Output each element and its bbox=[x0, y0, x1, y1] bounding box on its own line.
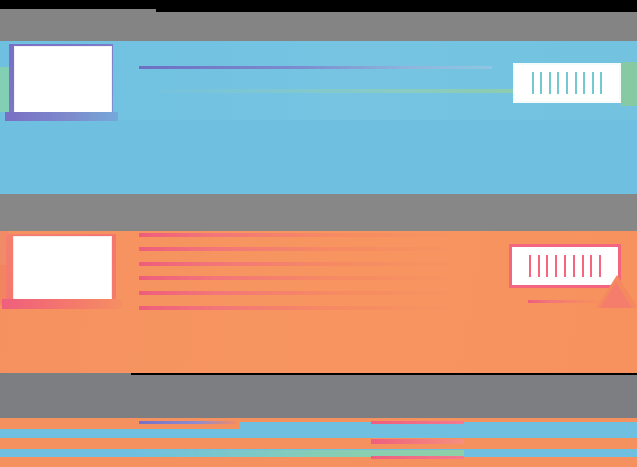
orange-text-line-2 bbox=[139, 247, 472, 251]
triangle-marker-inner-icon bbox=[600, 282, 632, 308]
orange-thumbnail-underline bbox=[2, 299, 122, 309]
barcode-bar bbox=[590, 255, 593, 277]
blue-card-edge-accent-middle bbox=[0, 67, 11, 112]
blue-barcode-side-accent bbox=[621, 62, 637, 106]
orange-text-line-7 bbox=[528, 300, 623, 303]
grey-separator-band-upper-right bbox=[156, 12, 637, 41]
barcode-bar bbox=[548, 72, 551, 94]
footer-accent-pink-2 bbox=[371, 439, 464, 444]
barcode-bar bbox=[574, 72, 577, 94]
blue-text-line-1 bbox=[139, 66, 492, 69]
orange-barcode-panel[interactable] bbox=[509, 244, 621, 288]
footer-stripe-orange-3 bbox=[0, 457, 637, 467]
grey-separator-band-lower-right bbox=[131, 375, 637, 418]
barcode-bar bbox=[546, 255, 549, 277]
orange-text-line-3 bbox=[139, 262, 472, 266]
top-strip-left bbox=[0, 0, 156, 9]
barcode-bar bbox=[565, 72, 568, 94]
orange-thumbnail-image[interactable] bbox=[13, 236, 112, 303]
footer-stripe-orange-2 bbox=[0, 438, 637, 449]
grey-separator-band-lower-left bbox=[0, 373, 131, 418]
footer-stripe-notch bbox=[135, 450, 142, 457]
barcode-bar bbox=[557, 72, 560, 94]
grey-separator-band-middle-right bbox=[197, 194, 637, 231]
orange-text-line-6 bbox=[139, 306, 472, 310]
orange-text-line-5 bbox=[139, 291, 472, 295]
top-strip-right bbox=[156, 0, 637, 12]
barcode-bar bbox=[599, 255, 602, 277]
barcode-bar bbox=[528, 255, 531, 277]
blue-thumbnail-image[interactable] bbox=[14, 46, 112, 113]
blue-card-lower-fill bbox=[0, 120, 637, 194]
footer-accent-pink-1 bbox=[371, 421, 464, 424]
footer-accent-teal bbox=[139, 450, 464, 457]
blue-card-edge-accent-top bbox=[0, 41, 10, 67]
footer-accent-purple bbox=[139, 421, 236, 424]
footer-stripe-blue-1 bbox=[240, 422, 637, 431]
barcode-bar bbox=[583, 72, 586, 94]
barcode-bar bbox=[581, 255, 584, 277]
barcode-bar bbox=[600, 72, 603, 94]
barcode-bar bbox=[563, 255, 566, 277]
barcode-bar bbox=[572, 255, 575, 277]
barcode-bar bbox=[591, 72, 594, 94]
footer-accent-pink-3 bbox=[371, 456, 464, 459]
grey-separator-band-middle-left bbox=[0, 194, 197, 231]
barcode-bar bbox=[555, 255, 558, 277]
orange-card-edge-accent-top bbox=[0, 231, 9, 265]
blue-barcode-panel[interactable] bbox=[513, 63, 621, 103]
barcode-bar bbox=[537, 255, 540, 277]
barcode-bar bbox=[540, 72, 543, 94]
orange-card-edge-accent-bottom bbox=[0, 265, 9, 305]
orange-text-line-4 bbox=[139, 276, 472, 280]
orange-text-line-1 bbox=[139, 233, 472, 237]
grey-separator-band-upper-left bbox=[0, 9, 156, 41]
barcode-bar bbox=[531, 72, 534, 94]
blue-thumbnail-underline bbox=[5, 112, 118, 121]
footer-stripe-blue-2 bbox=[0, 429, 637, 438]
blue-text-line-2 bbox=[160, 89, 637, 93]
